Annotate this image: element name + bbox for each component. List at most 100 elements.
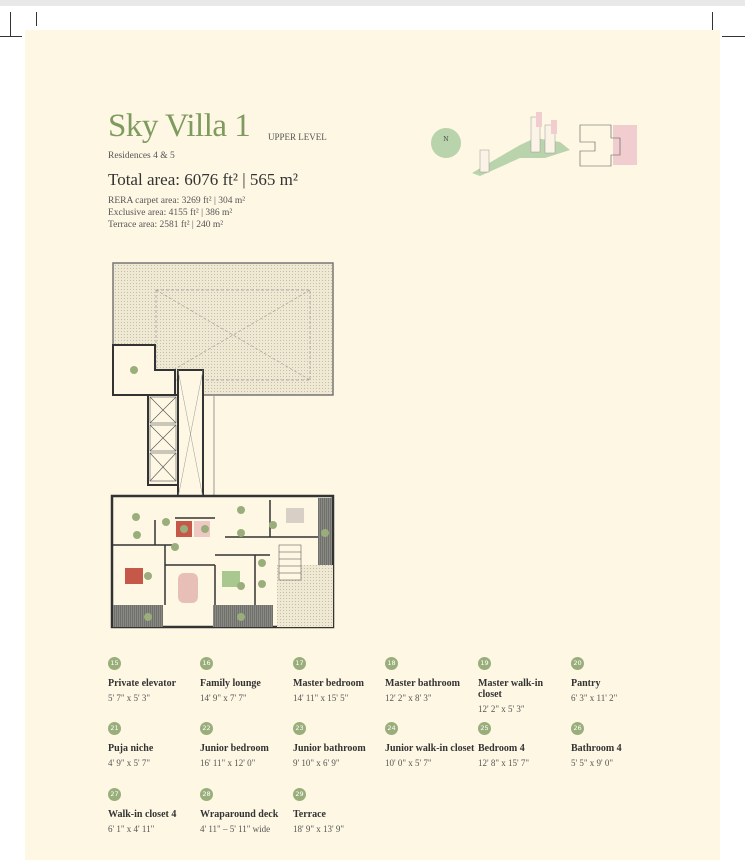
room-dimensions: 14' 11" x 15' 5": [293, 693, 349, 703]
room-marker-18: [132, 513, 140, 521]
room-dimensions: 4' 9" x 5' 7": [108, 758, 151, 768]
room-number-badge: 20: [571, 657, 584, 670]
room-dimensions: 5' 7" x 5' 3": [108, 693, 151, 703]
brochure-page: [25, 30, 720, 860]
residences-label: Residences 4 & 5: [108, 151, 175, 161]
interior-walls: [112, 500, 318, 605]
room-marker-25: [237, 582, 245, 590]
room-marker-27: [258, 559, 266, 567]
top-bar: [0, 0, 745, 6]
room-number-badge: 19: [478, 657, 491, 670]
room-name: Wraparound deck: [200, 809, 279, 820]
room-number-badge: 26: [571, 722, 584, 735]
room-marker-24: [237, 529, 245, 537]
room-dimensions: 12' 2" x 5' 3": [478, 704, 525, 714]
room-marker-17: [144, 572, 152, 580]
room-marker-28: [237, 613, 245, 621]
room-number-badge: 25: [478, 722, 491, 735]
master-bed: [125, 568, 143, 584]
room-name: Junior walk-in closet: [385, 743, 475, 754]
crop-mark: [0, 36, 22, 37]
room-terrace-29: [112, 344, 176, 396]
room-dimensions: 9' 10" x 6' 9": [293, 758, 340, 768]
room-marker-15: [201, 525, 209, 533]
room-number-badge: 22: [200, 722, 213, 735]
room-number-badge: 17: [293, 657, 306, 670]
dining-table: [178, 573, 198, 603]
room-number-badge: 24: [385, 722, 398, 735]
room-name: Terrace: [293, 809, 326, 820]
room-marker-28: [144, 613, 152, 621]
rera-area: RERA carpet area: 3269 ft² | 304 m²: [108, 196, 246, 206]
room-name: Master bathroom: [385, 678, 460, 689]
exclusive-area: Exclusive area: 4155 ft² | 386 m²: [108, 208, 233, 218]
junior-bed: [286, 508, 304, 523]
room-number-badge: 28: [200, 788, 213, 801]
room-dimensions: 14' 9" x 7' 7": [200, 693, 247, 703]
room-dimensions: 6' 3" x 11' 2": [571, 693, 618, 703]
crop-mark: [36, 12, 37, 26]
room-name: Puja niche: [108, 743, 154, 754]
area-breakdown: RERA carpet area: 3269 ft² | 304 m² Excl…: [108, 195, 245, 231]
bedroom-4-bed: [222, 571, 240, 587]
room-marker-29: [130, 366, 138, 374]
room-dimensions: 4' 11" – 5' 11" wide: [200, 824, 271, 834]
crop-mark: [712, 12, 713, 37]
room-marker-16: [171, 543, 179, 551]
room-number-badge: 23: [293, 722, 306, 735]
room-number-badge: 15: [108, 657, 121, 670]
room-name: Walk-in closet 4: [108, 809, 177, 820]
room-name: Master bedroom: [293, 678, 365, 689]
page-title: Sky Villa 1: [108, 108, 251, 144]
room-marker-20: [162, 518, 170, 526]
crop-mark: [722, 36, 745, 37]
level-label: UPPER LEVEL: [268, 132, 327, 142]
room-name: Junior bathroom: [293, 743, 366, 754]
room-dimensions: 12' 2" x 8' 3": [385, 693, 432, 703]
room-dimensions: 10' 0" x 5' 7": [385, 758, 432, 768]
room-marker-23: [237, 506, 245, 514]
room-dimensions: 16' 11" x 12' 0": [200, 758, 256, 768]
terrace-area: Terrace area: 2581 ft² | 240 m²: [108, 220, 224, 230]
room-number-badge: 27: [108, 788, 121, 801]
room-name: Pantry: [571, 678, 601, 689]
elevator-core: [147, 394, 179, 486]
room-name: Bedroom 4: [478, 743, 525, 754]
room-name: Junior bedroom: [200, 743, 269, 754]
room-name: Family lounge: [200, 678, 261, 689]
elevator-shafts: [149, 396, 177, 482]
crop-mark: [10, 12, 11, 37]
room-dimensions: 5' 5" x 9' 0": [571, 758, 614, 768]
room-number-badge: 21: [108, 722, 121, 735]
room-marker-19: [133, 531, 141, 539]
total-area: Total area: 6076 ft² | 565 m²: [108, 170, 298, 189]
room-name: Bathroom 4: [571, 743, 622, 754]
room-name: Private elevator: [108, 678, 177, 689]
room-markers: [130, 366, 329, 621]
staircase: [278, 544, 302, 581]
room-dimensions: 6' 1" x 4' 11": [108, 824, 155, 834]
room-marker-22: [269, 521, 277, 529]
room-marker-28: [321, 529, 329, 537]
room-marker-21: [180, 525, 188, 533]
skylight-outline: [155, 289, 311, 381]
room-number-badge: 29: [293, 788, 306, 801]
room-marker-26: [258, 580, 266, 588]
room-dimensions: 18' 9" x 13' 9": [293, 824, 345, 834]
